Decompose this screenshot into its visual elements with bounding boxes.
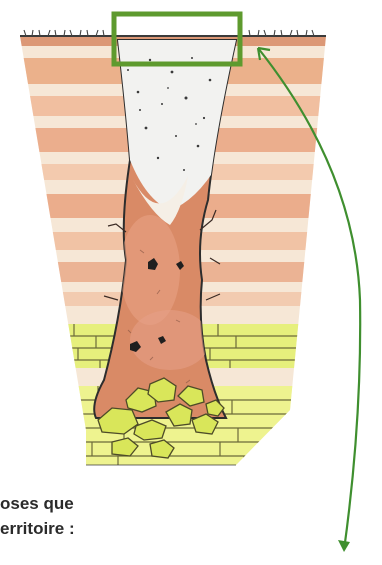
caption-line-1: oses que — [0, 494, 74, 514]
caption-line-2: erritoire : — [0, 519, 75, 539]
